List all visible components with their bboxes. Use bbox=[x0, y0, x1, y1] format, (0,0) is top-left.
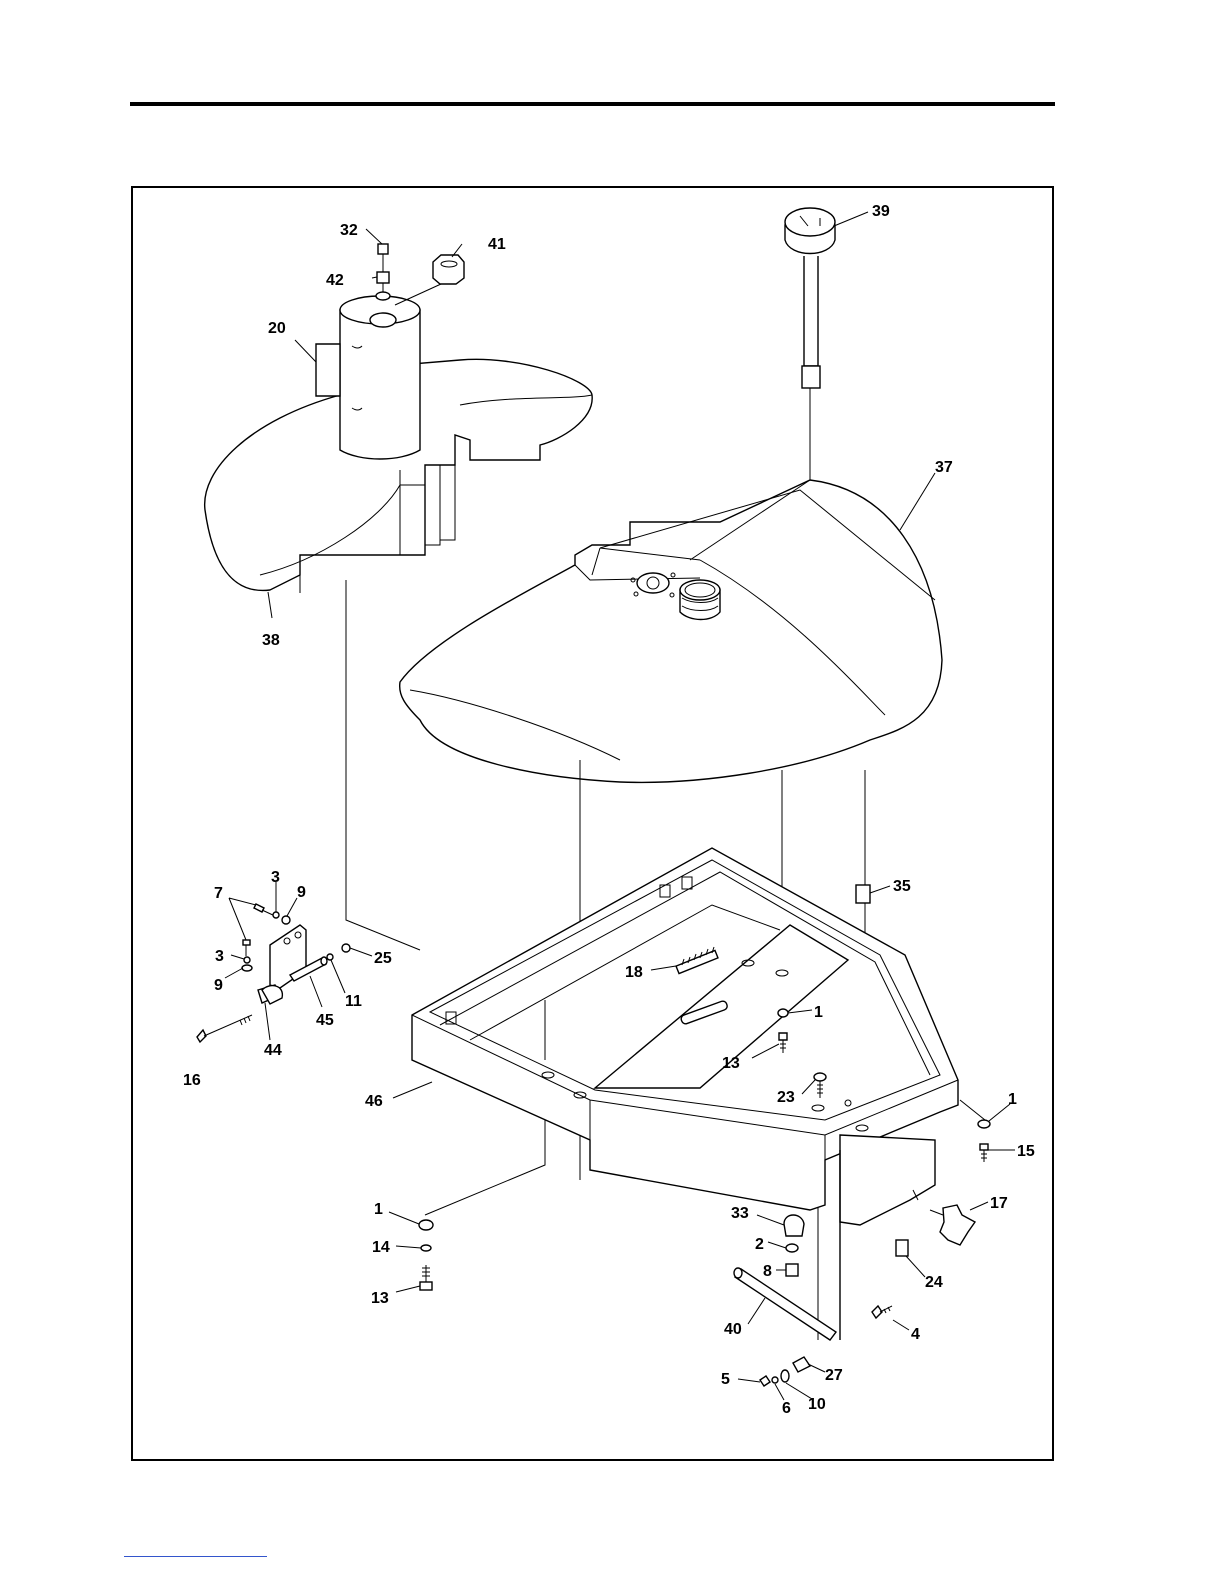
part-32-set-screw bbox=[378, 244, 388, 254]
part-14-lockwasher bbox=[421, 1245, 431, 1251]
side-bracket-plate bbox=[840, 1135, 935, 1340]
part-6-lockwasher bbox=[772, 1377, 778, 1383]
callout-33: 33 bbox=[731, 1205, 749, 1222]
callout-20: 20 bbox=[268, 320, 286, 337]
callout-23: 23 bbox=[777, 1089, 795, 1106]
part-10-washer bbox=[781, 1370, 789, 1382]
callout-37: 37 bbox=[935, 459, 953, 476]
callout-13-upper: 13 bbox=[722, 1055, 740, 1072]
callout-27: 27 bbox=[825, 1367, 843, 1384]
part-13-bolt-lower bbox=[420, 1265, 432, 1290]
part-1-washer-upper bbox=[778, 1009, 788, 1017]
callout-39: 39 bbox=[872, 203, 890, 220]
callout-1-upper: 1 bbox=[814, 1004, 823, 1021]
callout-11: 11 bbox=[345, 993, 362, 1010]
callout-18: 18 bbox=[625, 964, 643, 981]
callout-2: 2 bbox=[755, 1236, 764, 1253]
callout-8: 8 bbox=[763, 1263, 772, 1280]
part-9-washer-a bbox=[282, 916, 290, 924]
callout-10: 10 bbox=[808, 1396, 826, 1413]
callout-1-right: 1 bbox=[1008, 1091, 1017, 1108]
callout-42: 42 bbox=[326, 272, 344, 289]
part-25-nut bbox=[342, 944, 350, 952]
part-hinge-plate bbox=[270, 925, 306, 988]
assembly-line-15 bbox=[960, 1100, 985, 1120]
callout-45: 45 bbox=[316, 1012, 334, 1029]
assembly-line-38-left bbox=[346, 580, 420, 950]
part-44-hinge bbox=[258, 985, 282, 1004]
part-2-washer bbox=[786, 1244, 798, 1252]
part-8-nut bbox=[786, 1264, 798, 1276]
part-3-lockwasher-b bbox=[244, 957, 250, 963]
part-1-washer-lower bbox=[419, 1220, 433, 1230]
callout-35: 35 bbox=[893, 878, 911, 895]
knob-stem bbox=[930, 1210, 943, 1215]
callout-3-lower: 3 bbox=[215, 948, 224, 965]
part-40-rod bbox=[734, 1268, 836, 1340]
callout-4: 4 bbox=[911, 1326, 920, 1343]
part-7-bolt-lower bbox=[243, 940, 250, 956]
part-17-knob bbox=[940, 1205, 975, 1245]
callout-6: 6 bbox=[782, 1400, 791, 1417]
callout-9-upper: 9 bbox=[297, 884, 306, 901]
callout-9-lower: 9 bbox=[214, 977, 223, 994]
part-3-lockwasher-a bbox=[273, 912, 279, 918]
part-39-gauge bbox=[785, 208, 835, 388]
part-11-washer bbox=[327, 954, 333, 960]
callout-41: 41 bbox=[488, 236, 506, 253]
part-27-bushing bbox=[793, 1357, 810, 1372]
callout-38: 38 bbox=[262, 632, 280, 649]
part-35-spacer bbox=[856, 885, 870, 903]
callout-labels: 32 41 42 20 38 39 37 35 7 3 9 3 9 25 11 … bbox=[183, 203, 1035, 1417]
part-4-bolt bbox=[872, 1306, 892, 1318]
part-24-clip bbox=[896, 1240, 908, 1256]
callout-25: 25 bbox=[374, 950, 392, 967]
part-15-bolt bbox=[980, 1144, 988, 1162]
callout-16: 16 bbox=[183, 1072, 201, 1089]
part-33-clamp bbox=[784, 1215, 804, 1236]
part-1-washer-right bbox=[978, 1120, 990, 1128]
callout-40: 40 bbox=[724, 1321, 742, 1338]
callout-32: 32 bbox=[340, 222, 358, 239]
callout-17: 17 bbox=[990, 1195, 1008, 1212]
callout-14: 14 bbox=[372, 1239, 390, 1256]
callout-1-lower: 1 bbox=[374, 1201, 383, 1218]
callout-24: 24 bbox=[925, 1274, 943, 1291]
callout-15: 15 bbox=[1017, 1143, 1035, 1160]
callout-13-lower: 13 bbox=[371, 1290, 389, 1307]
part-37-hood bbox=[400, 480, 942, 782]
part-7-bolt bbox=[254, 904, 275, 916]
callout-44: 44 bbox=[264, 1042, 282, 1059]
callout-5: 5 bbox=[721, 1371, 730, 1388]
part-41-plug bbox=[433, 255, 464, 284]
callout-46: 46 bbox=[365, 1093, 383, 1110]
callout-3-upper: 3 bbox=[271, 869, 280, 886]
part-5-nut bbox=[760, 1376, 770, 1386]
callout-7: 7 bbox=[214, 885, 223, 902]
part-16-bolt bbox=[197, 1015, 252, 1042]
part-9-washer-b bbox=[242, 965, 252, 971]
